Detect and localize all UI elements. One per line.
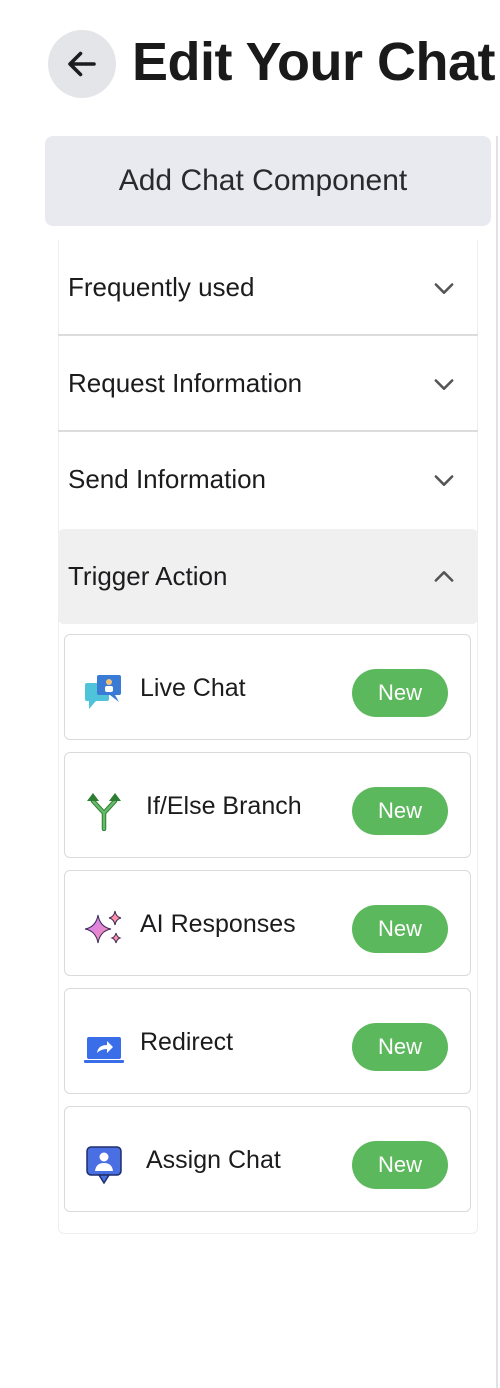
section-send-information[interactable]: Send Information	[58, 432, 478, 527]
chevron-down-icon	[434, 378, 454, 390]
add-component-header: Add Chat Component	[45, 136, 491, 226]
component-label: Redirect	[140, 1028, 234, 1056]
arrow-left-icon	[68, 51, 96, 77]
section-frequently-used[interactable]: Frequently used	[58, 240, 478, 335]
back-button[interactable]	[48, 30, 116, 98]
chevron-down-icon	[434, 474, 454, 486]
component-label: AI Responses	[140, 910, 296, 938]
add-component-label: Add Chat Component	[118, 164, 408, 197]
new-badge: New	[352, 1141, 448, 1189]
component-live-chat[interactable]: Live Chat New	[64, 634, 471, 740]
component-label: Live Chat	[140, 674, 246, 702]
branch-icon	[87, 793, 121, 831]
new-badge: New	[352, 905, 448, 953]
component-list	[58, 240, 478, 1234]
section-label: Send Information	[68, 464, 267, 494]
component-ai-responses[interactable]: AI Responses New	[64, 870, 471, 976]
section-label: Request Information	[68, 368, 303, 398]
chevron-down-icon	[434, 282, 454, 294]
component-if-else-branch[interactable]: If/Else Branch New	[64, 752, 471, 858]
redirect-icon	[84, 1037, 124, 1063]
section-divider	[58, 430, 478, 432]
chevron-up-icon	[434, 570, 454, 582]
component-redirect[interactable]: Redirect New	[64, 988, 471, 1094]
section-label: Frequently used	[68, 272, 255, 302]
component-label: Assign Chat	[146, 1146, 281, 1174]
new-badge: New	[352, 1023, 448, 1071]
component-label: If/Else Branch	[146, 792, 302, 820]
component-assign-chat[interactable]: Assign Chat New	[64, 1106, 471, 1212]
section-divider	[58, 334, 478, 336]
section-label: Trigger Action	[68, 561, 228, 591]
assign-chat-icon	[86, 1146, 122, 1185]
new-badge: New	[352, 787, 448, 835]
section-request-information[interactable]: Request Information	[58, 336, 478, 431]
sparkles-icon	[84, 910, 122, 944]
section-trigger-action[interactable]: Trigger Action	[58, 529, 478, 624]
new-badge: New	[352, 669, 448, 717]
panel-divider	[496, 136, 498, 1388]
page-title: Edit Your Chat	[132, 32, 496, 92]
live-chat-icon	[85, 675, 121, 709]
